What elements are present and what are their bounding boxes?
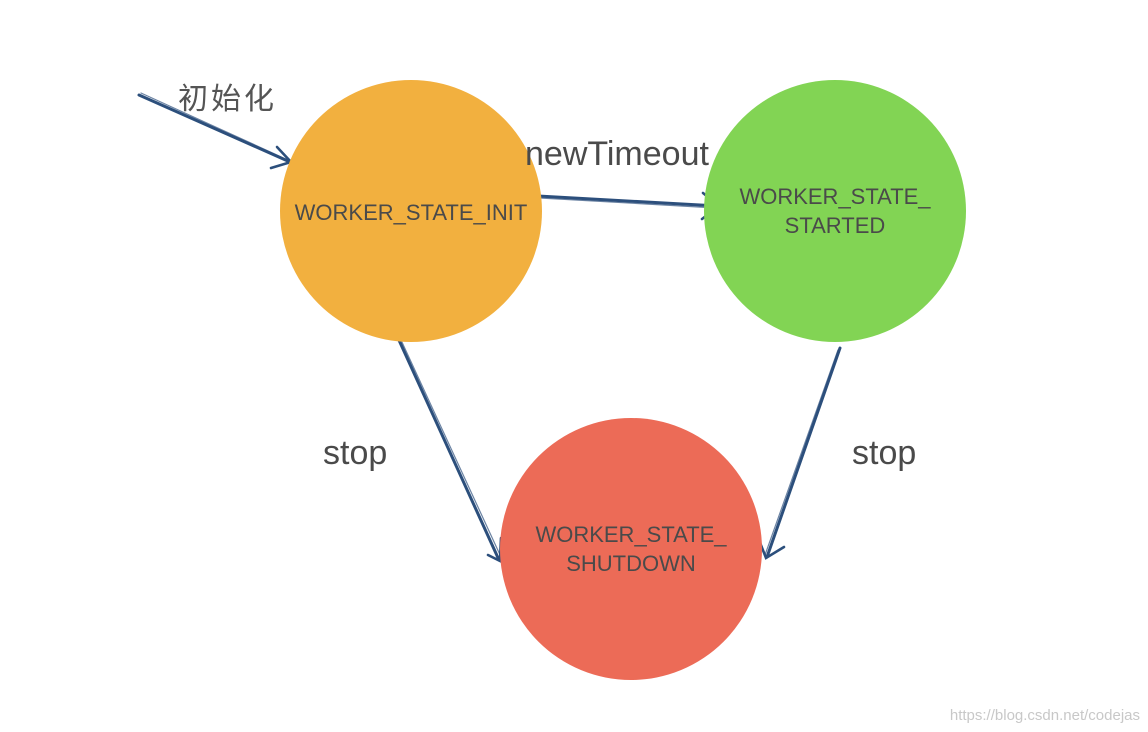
- edge-label-new-timeout: newTimeout: [525, 135, 709, 173]
- state-worker-init-label: WORKER_STATE_INIT: [294, 199, 528, 225]
- edge-label-stop-from-started: stop: [852, 434, 917, 472]
- watermark: https://blog.csdn.net/codejas: [949, 707, 1140, 724]
- arrow-init-to-started: [536, 191, 722, 221]
- state-worker-shutdown: WORKER_STATE_ SHUTDOWN: [500, 418, 762, 680]
- arrow-init-to-shutdown: [396, 336, 503, 564]
- state-worker-started: WORKER_STATE_ STARTED: [704, 80, 966, 342]
- state-worker-shutdown-label: WORKER_STATE_ SHUTDOWN: [535, 522, 727, 576]
- edge-label-stop-from-init: stop: [323, 434, 388, 472]
- edge-label-initialize: 初始化: [178, 82, 277, 117]
- state-worker-init: WORKER_STATE_INIT: [280, 80, 542, 342]
- state-worker-started-label: WORKER_STATE_ STARTED: [739, 184, 931, 238]
- arrow-started-to-shutdown: [757, 346, 842, 560]
